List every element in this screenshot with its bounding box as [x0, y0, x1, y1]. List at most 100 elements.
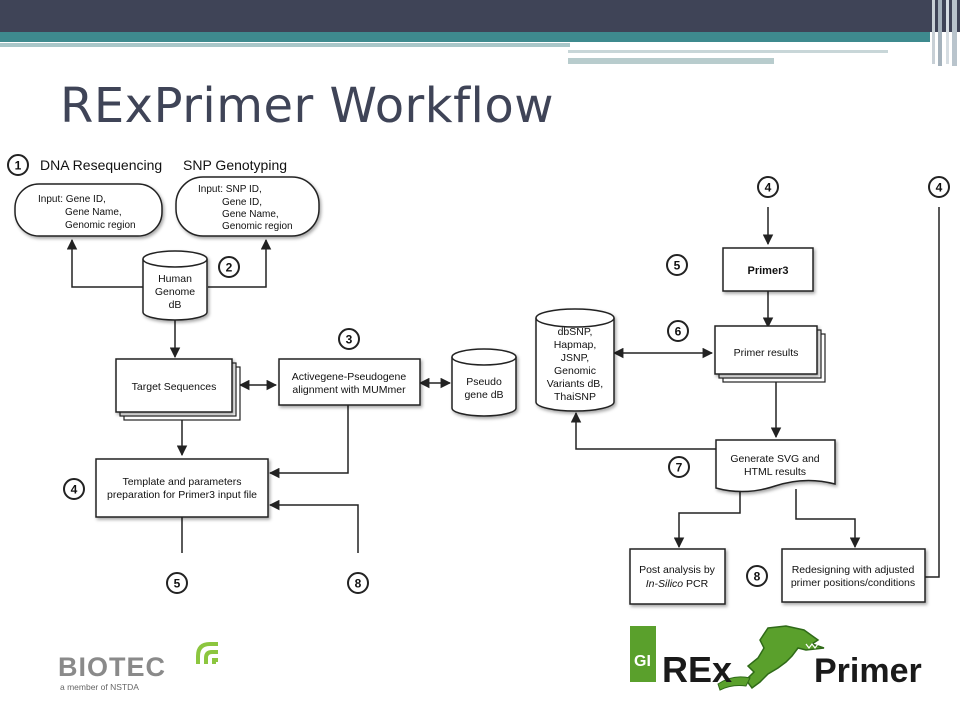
- template-box: [95, 458, 269, 518]
- biotec-logo: BIOTEC a member of NSTDA: [58, 642, 218, 692]
- connectors: [66, 207, 940, 578]
- header-bars: [0, 0, 960, 66]
- dinosaur-icon: [745, 625, 825, 690]
- snp-input-line: Genomic region: [222, 221, 293, 232]
- dinosaur-tail-icon: [717, 676, 751, 691]
- arrow-alignment-to-template: [268, 405, 349, 479]
- snp-input-line: Input: SNP ID,: [198, 184, 262, 195]
- snp-input-line: Gene Name,: [222, 209, 279, 220]
- post-analysis-box: [629, 548, 726, 605]
- snp-databases-db: [535, 308, 615, 412]
- arrow-db-to-snp-input: [208, 238, 272, 288]
- snp-db-line: Genomic: [554, 365, 596, 377]
- header-accent-line: [0, 43, 570, 47]
- primer-text: Primer: [814, 652, 922, 690]
- in-silico-text: In-Silico: [646, 578, 684, 590]
- gi-badge: [630, 626, 656, 682]
- snp-db-line: ThaiSNP: [554, 391, 596, 403]
- redesign-line: Redesigning with adjusted: [792, 564, 915, 576]
- alignment-line: alignment with MUMmer: [292, 384, 406, 396]
- arrow-generate-to-redesign: [795, 489, 861, 549]
- primer3-label: Primer3: [748, 265, 789, 277]
- step-badge-5: [666, 254, 688, 276]
- post-analysis-line2: In-Silico PCR: [646, 578, 709, 590]
- target-sequences-box: [115, 358, 241, 421]
- primer3-box: [722, 247, 814, 292]
- gi-letters: GI: [634, 653, 651, 670]
- post-analysis-line: Post analysis by: [639, 564, 716, 576]
- snp-input-line: Gene ID,: [222, 197, 262, 208]
- biotec-arc-icon: [204, 650, 218, 664]
- header-teal-bar: [0, 32, 930, 42]
- biotec-arc-icon: [196, 642, 218, 664]
- snp-db-line: Hapmap,: [554, 339, 597, 351]
- step-badge-4: [928, 176, 950, 198]
- step-badge-6: [667, 320, 689, 342]
- snp-genotyping-label: SNP Genotyping: [183, 157, 287, 173]
- step-number: 4: [936, 181, 943, 195]
- pseudo-gene-db: [451, 348, 517, 417]
- human-genome-db: [142, 250, 208, 321]
- step-number: 4: [765, 181, 772, 195]
- template-line: preparation for Primer3 input file: [107, 489, 257, 501]
- dna-resequencing-label: DNA Resequencing: [40, 157, 162, 173]
- target-sequences-label: Target Sequences: [132, 381, 217, 393]
- step-badge-4: [63, 478, 85, 500]
- human-db-line: Human: [158, 273, 192, 285]
- generate-results-document: [715, 439, 836, 493]
- dna-input-line: Input: Gene ID,: [38, 194, 106, 205]
- step-number: 7: [676, 461, 683, 475]
- generate-line: HTML results: [744, 466, 806, 478]
- step-badge-4: [757, 176, 779, 198]
- step-number: 8: [355, 577, 362, 591]
- template-line: Template and parameters: [122, 476, 241, 488]
- arrow-generate-to-snpdb: [570, 411, 716, 450]
- arrow-db-to-dna-input: [66, 238, 143, 288]
- snp-db-line: JSNP,: [561, 352, 589, 364]
- header-stripe: [946, 0, 949, 64]
- pcr-text: PCR: [683, 578, 709, 590]
- step-badge-1: [7, 154, 29, 176]
- human-db-line: Genome: [155, 286, 195, 298]
- header-stripe: [952, 0, 957, 66]
- rex-text: REx: [662, 649, 732, 690]
- alignment-line: Activegene-Pseudogene: [292, 371, 407, 383]
- redesign-box: [781, 548, 926, 603]
- line-redesign-to-4: [925, 207, 940, 578]
- step-number: 6: [675, 325, 682, 339]
- header-accent-line: [568, 50, 888, 53]
- header-dark-bar: [0, 0, 960, 32]
- snp-db-line: Variants dB,: [547, 378, 603, 390]
- dna-input-line: Gene Name,: [65, 207, 122, 218]
- step-badges: [7, 154, 950, 594]
- dinosaur-teeth-icon: [805, 643, 819, 649]
- step-badge-2: [218, 256, 240, 278]
- step-badge-3: [338, 328, 360, 350]
- step-badge-8: [746, 565, 768, 587]
- step-badge-8: [347, 572, 369, 594]
- step-number: 1: [15, 159, 22, 173]
- snp-input-terminator: [175, 176, 320, 237]
- biotec-arc-icon: [212, 658, 218, 664]
- pseudo-db-line: gene dB: [464, 389, 503, 401]
- step-number: 5: [174, 577, 181, 591]
- arrow-8-to-template: [268, 499, 359, 553]
- step-number: 5: [674, 259, 681, 273]
- step-number: 2: [226, 261, 233, 275]
- header-accent-line: [568, 58, 774, 64]
- slide-title: RExPrimer Workflow: [60, 78, 554, 134]
- primer-results-label: Primer results: [734, 347, 799, 359]
- primer-results-box: [714, 325, 826, 383]
- step-badge-5: [166, 572, 188, 594]
- pseudo-db-line: Pseudo: [466, 376, 502, 388]
- step-number: 8: [754, 570, 761, 584]
- header-stripe: [938, 0, 942, 66]
- dna-input-terminator: [14, 183, 163, 237]
- biotec-tagline: a member of NSTDA: [60, 682, 139, 692]
- step-number: 4: [71, 483, 78, 497]
- alignment-box: [278, 358, 421, 406]
- generate-line: Generate SVG and: [730, 453, 819, 465]
- biotec-logo-text: BIOTEC: [58, 652, 166, 682]
